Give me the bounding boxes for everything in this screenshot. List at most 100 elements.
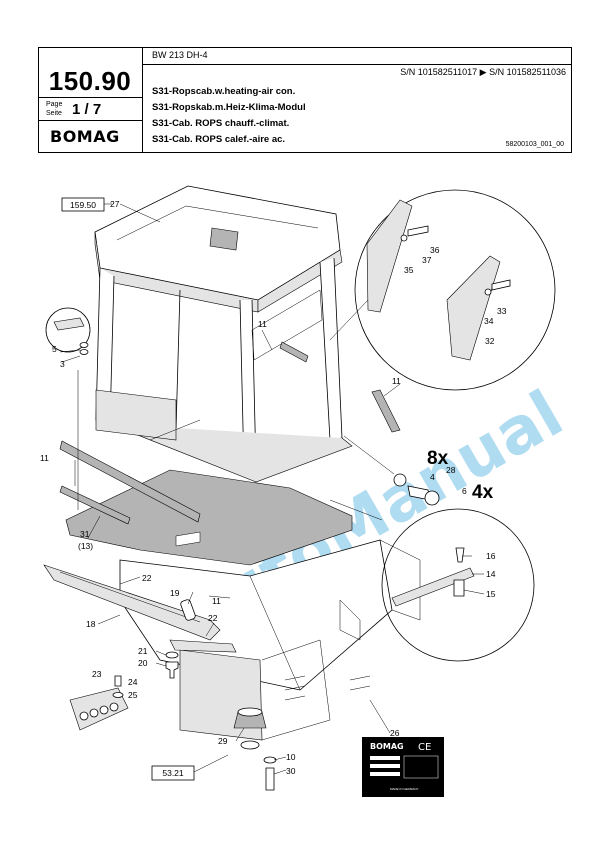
callout-18: 18 [86, 619, 96, 629]
callout-29: 29 [218, 736, 228, 746]
plate-brand: BOMAG [370, 742, 404, 751]
detail-circle-latch [381, 508, 535, 662]
callout-quantity-4x: 4x [472, 482, 494, 503]
header-rule [142, 64, 572, 65]
plate-ce-mark: CE [418, 742, 431, 753]
screw [491, 279, 511, 291]
nut [79, 349, 89, 355]
callout-11: 11 [212, 596, 221, 606]
bracket-hole [89, 708, 99, 718]
rubber-mount-top [237, 707, 263, 717]
bolt [265, 767, 275, 791]
callout-22: 22 [208, 613, 218, 623]
leader-line [329, 299, 369, 341]
callout-22: 22 [142, 573, 152, 583]
wiper-line [59, 571, 201, 623]
callout-11: 11 [40, 453, 49, 463]
page-label-de: Seite [46, 110, 62, 117]
plate-made-in: MADE IN GERMANY [390, 787, 419, 791]
page-count: 1 / 7 [72, 101, 102, 118]
leader-line [329, 499, 383, 521]
screw [455, 547, 465, 563]
callout-21: 21 [138, 646, 148, 656]
ref-link-bottom[interactable]: 53.21 [162, 768, 184, 778]
document-reference: 58200103_001_00 [505, 141, 564, 148]
header-rule [38, 120, 142, 121]
dome-nut [424, 490, 440, 506]
washer [393, 473, 407, 487]
callout-35: 35 [404, 265, 414, 275]
ref-box-bottom[interactable] [151, 765, 195, 781]
cab-frame [95, 257, 353, 483]
washer [112, 692, 124, 698]
seal-strip [59, 440, 201, 523]
wiper-arm [169, 639, 237, 653]
bracket-hole [79, 711, 89, 721]
callout-10: 10 [286, 752, 296, 762]
hinge-plate [446, 255, 501, 361]
callout-33: 33 [497, 306, 507, 316]
washer [79, 342, 89, 348]
bomag-logo: BOMAG [50, 127, 120, 146]
callout-26: 26 [390, 728, 400, 738]
callout-4: 4 [430, 472, 435, 482]
ref-link-top[interactable]: 159.50 [70, 200, 96, 210]
callout-6: 6 [462, 486, 467, 496]
callout-11: 11 [392, 376, 401, 386]
type-plate: BOMAG CE MADE IN GERMANY [362, 737, 444, 797]
machine-model: BW 213 DH-4 [152, 50, 208, 60]
callout-25: 25 [128, 690, 138, 700]
callout-27: 27 [110, 199, 120, 209]
callout-23: 23 [92, 669, 102, 679]
leader-line [343, 435, 395, 475]
page-label-en: Page [46, 101, 63, 108]
page-number: 150.90 [48, 66, 132, 96]
callout-30: 30 [286, 766, 296, 776]
header-block: BW 213 DH-4 150.90 Page Seite 1 / 7 BOMA… [38, 47, 572, 153]
leader-lines [59, 203, 485, 775]
assembly-titles: S31-Ropscab.w.heating-air con. S31-Ropsk… [152, 84, 306, 148]
callout-15: 15 [486, 589, 496, 599]
nut [240, 740, 260, 750]
header-divider [142, 47, 143, 153]
bolt [165, 661, 179, 679]
callout-3: 3 [60, 359, 65, 369]
detail-circle-hinge [354, 189, 556, 391]
floor-mat-cutout [175, 531, 201, 547]
callout-19: 19 [170, 588, 180, 598]
callout-quantity-8x: 8x [427, 448, 449, 469]
leader-line [193, 754, 229, 773]
cap [53, 317, 85, 331]
bracket-hole [99, 705, 109, 715]
ref-box-top[interactable] [61, 197, 105, 212]
callout-37: 37 [422, 255, 432, 265]
door-wiper-blade [43, 564, 221, 641]
title-de: S31-Ropskab.m.Heiz-Klima-Modul [152, 102, 306, 113]
seal-strip [59, 485, 131, 525]
title-en: S31-Ropscab.w.heating-air con. [152, 86, 296, 97]
callout-32: 32 [485, 336, 495, 346]
bolt [114, 675, 122, 687]
bracket-hole [109, 702, 119, 712]
washer [263, 756, 277, 764]
screw [407, 225, 429, 237]
spacer-sleeve [180, 599, 196, 621]
header-rule [38, 97, 142, 98]
washer [165, 651, 179, 659]
callout-20: 20 [138, 658, 148, 668]
seal-strip [279, 341, 309, 363]
callout-31: 31 [80, 529, 90, 539]
serial-range: S/N 101582511017 ▶ S/N 101582511036 [400, 67, 566, 77]
header-frame [38, 47, 572, 153]
title-fr: S31-Cab. ROPS chauff.-climat. [152, 118, 290, 129]
callout-5: 5 [52, 344, 57, 354]
detail-circle-small [45, 307, 91, 353]
callout-16: 16 [486, 551, 496, 561]
callout-36: 36 [430, 245, 440, 255]
page-label: Page Seite [46, 100, 62, 118]
callout-24: 24 [128, 677, 138, 687]
hinge-plate [366, 199, 413, 313]
callout-28: 28 [446, 465, 456, 475]
callout-11: 11 [258, 319, 267, 329]
pin [453, 579, 465, 597]
